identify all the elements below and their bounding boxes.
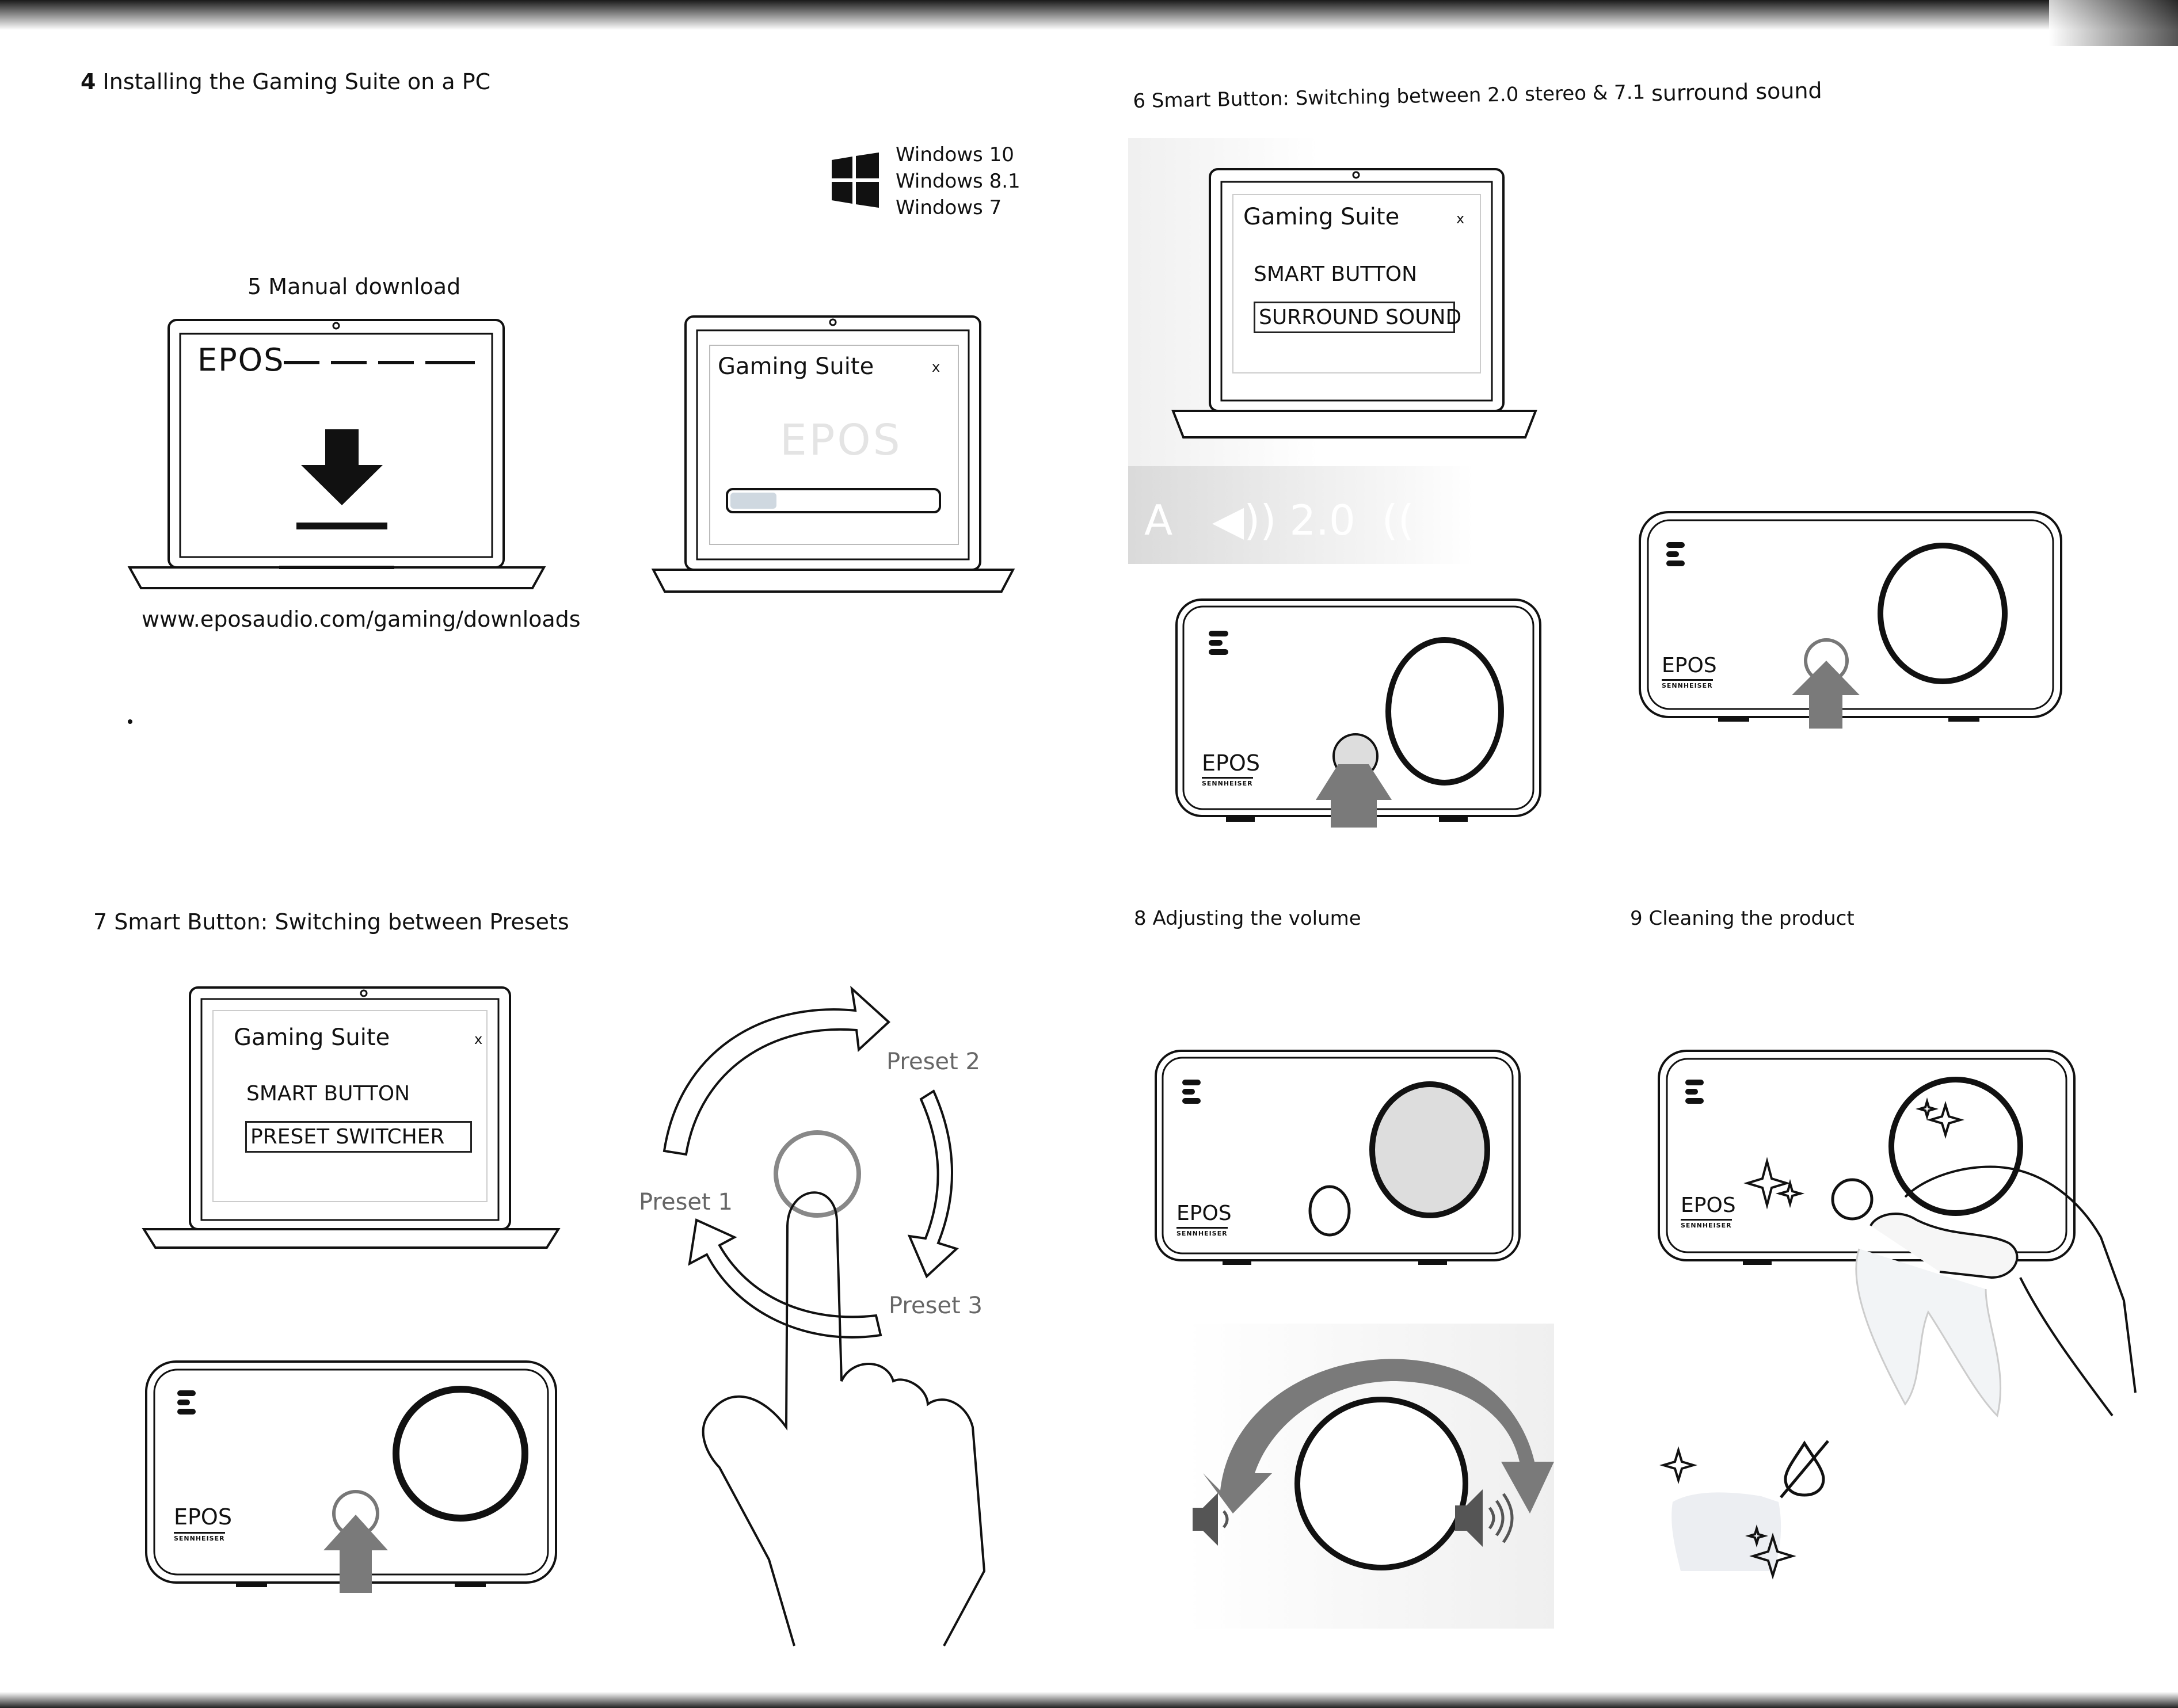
surround-smart-button-label: SMART BUTTON xyxy=(1254,262,1418,286)
epos-e-logo-icon xyxy=(1209,631,1228,655)
preset-gesture-illustration xyxy=(662,985,986,1646)
surround-window-title: Gaming Suite xyxy=(1243,204,1400,230)
device-sub-brand: SENNHEISER xyxy=(1202,777,1253,787)
surround-close-icon: x xyxy=(1456,211,1465,227)
preset-close-icon: x xyxy=(474,1031,483,1047)
laptop-surround: Gaming Suite x SMART BUTTON SURROUND SOU… xyxy=(1171,167,1537,442)
arc-arrow-icon xyxy=(688,1218,882,1339)
section-8-title: 8 Adjusting the volume xyxy=(1134,907,1361,930)
device-sub-brand: SENNHEISER xyxy=(1662,679,1713,689)
laptop-frame xyxy=(1171,168,1537,439)
os-item: Windows 10 xyxy=(896,143,1014,166)
epos-e-logo-icon xyxy=(1666,542,1685,566)
section-number: 4 xyxy=(81,69,96,94)
device-frame xyxy=(1175,598,1541,828)
os-item: Windows 8.1 xyxy=(896,170,1021,193)
laptop-installer: Gaming Suite x EPOS xyxy=(651,315,1015,596)
sparkle-icon xyxy=(1659,1446,1796,1580)
epos-e-logo-icon xyxy=(1182,1080,1201,1104)
surround-sound-option: SURROUND SOUND xyxy=(1254,302,1461,333)
section-number: 7 xyxy=(93,909,108,935)
os-item: Windows 7 xyxy=(896,196,1002,219)
arc-arrow-icon xyxy=(907,1089,959,1279)
preset-window-title: Gaming Suite xyxy=(234,1024,390,1051)
section-title-text: Smart Button: Switching between 2.0 ster… xyxy=(1151,81,1652,113)
epos-logo: EPOS xyxy=(197,342,285,378)
section-title-text: Adjusting the volume xyxy=(1152,907,1361,930)
faded-sound-text: A ◀)) 2.0 (( xyxy=(1144,496,1414,544)
section-number: 6 xyxy=(1133,89,1146,113)
preset-smart-button-label: SMART BUTTON xyxy=(246,1082,410,1105)
device-s8: EPOS SENNHEISER xyxy=(1153,1049,1522,1267)
laptop-frame xyxy=(651,315,1015,593)
faded-sound-strip xyxy=(1128,466,1473,564)
preset-3-label: Preset 3 xyxy=(889,1293,983,1319)
laptop-download: EPOS xyxy=(127,319,546,590)
laptop-frame xyxy=(142,986,561,1249)
installer-window-title: Gaming Suite xyxy=(718,353,874,380)
dot-mark xyxy=(128,719,132,724)
section-5-title: 5 Manual download xyxy=(248,274,460,299)
volume-high-icon xyxy=(1455,1489,1514,1547)
epos-e-logo-icon xyxy=(177,1390,196,1415)
download-arrow-icon xyxy=(296,429,387,529)
device-brand: EPOS xyxy=(1681,1194,1736,1217)
download-url: www.eposaudio.com/gaming/downloads xyxy=(142,607,581,632)
cleaning-cloth-icon xyxy=(1659,1446,1796,1580)
device-s6-right: EPOS SENNHEISER xyxy=(1638,510,2063,729)
os-list: Windows 10 Windows 8.1 Windows 7 xyxy=(896,142,1021,221)
section-number: 8 xyxy=(1134,907,1147,930)
epos-e-logo-icon xyxy=(1685,1080,1704,1104)
section-4-title: 4 Installing the Gaming Suite on a PC xyxy=(81,69,490,94)
section-title-text: Smart Button: Switching between Presets xyxy=(114,909,569,935)
device-s9: EPOS SENNHEISER xyxy=(1657,1049,2077,1267)
preset-switcher-option: PRESET SWITCHER xyxy=(245,1121,472,1153)
preset-2-label: Preset 2 xyxy=(886,1049,980,1075)
section-7-title: 7 Smart Button: Switching between Preset… xyxy=(93,909,569,935)
installer-close-icon: x xyxy=(932,359,940,375)
wiping-hand-icon xyxy=(1855,1165,2137,1417)
device-s6-left: EPOS SENNHEISER xyxy=(1174,597,1543,828)
windows-logo-icon xyxy=(832,152,879,208)
volume-knob-illustration xyxy=(1193,1359,1554,1570)
device-sub-brand: SENNHEISER xyxy=(174,1532,225,1542)
section-title-text: Cleaning the product xyxy=(1648,907,1855,930)
laptop-preset: Gaming Suite x SMART BUTTON PRESET SWITC… xyxy=(142,985,561,1250)
no-spray-icon xyxy=(1780,1440,1829,1499)
installer-watermark: EPOS xyxy=(780,415,903,465)
device-frame xyxy=(1658,1050,2076,1265)
section-title-text: Manual download xyxy=(268,274,461,299)
hand-icon xyxy=(702,1191,986,1646)
device-s7: EPOS SENNHEISER xyxy=(144,1359,558,1595)
section-number: 9 xyxy=(1630,907,1643,930)
device-sub-brand: SENNHEISER xyxy=(1176,1227,1228,1237)
device-frame xyxy=(1155,1050,1521,1265)
arc-arrow-icon xyxy=(662,985,890,1156)
device-brand: EPOS xyxy=(1202,750,1260,776)
preset-1-label: Preset 1 xyxy=(639,1189,733,1215)
volume-arc-arrow-icon xyxy=(1203,1359,1554,1513)
device-brand: EPOS xyxy=(1662,654,1717,677)
section-title-text: Installing the Gaming Suite on a PC xyxy=(102,69,491,94)
device-frame xyxy=(145,1360,557,1593)
device-brand: EPOS xyxy=(174,1504,232,1530)
page-top-shadow xyxy=(0,0,2178,30)
section-number: 5 xyxy=(248,274,262,299)
laptop-frame xyxy=(127,319,546,589)
device-frame xyxy=(1639,511,2062,729)
section-9-title: 9 Cleaning the product xyxy=(1630,907,1855,930)
page-right-shadow xyxy=(2049,0,2178,46)
volume-low-icon xyxy=(1193,1493,1229,1546)
sparkle-icon xyxy=(1743,1097,1964,1210)
device-sub-brand: SENNHEISER xyxy=(1681,1219,1732,1229)
page-bottom-shadow xyxy=(0,1692,2178,1708)
section-title-tail: surround sound xyxy=(1651,78,1822,106)
section-6-title: 6 Smart Button: Switching between 2.0 st… xyxy=(1133,75,1822,113)
device-brand: EPOS xyxy=(1176,1202,1232,1225)
